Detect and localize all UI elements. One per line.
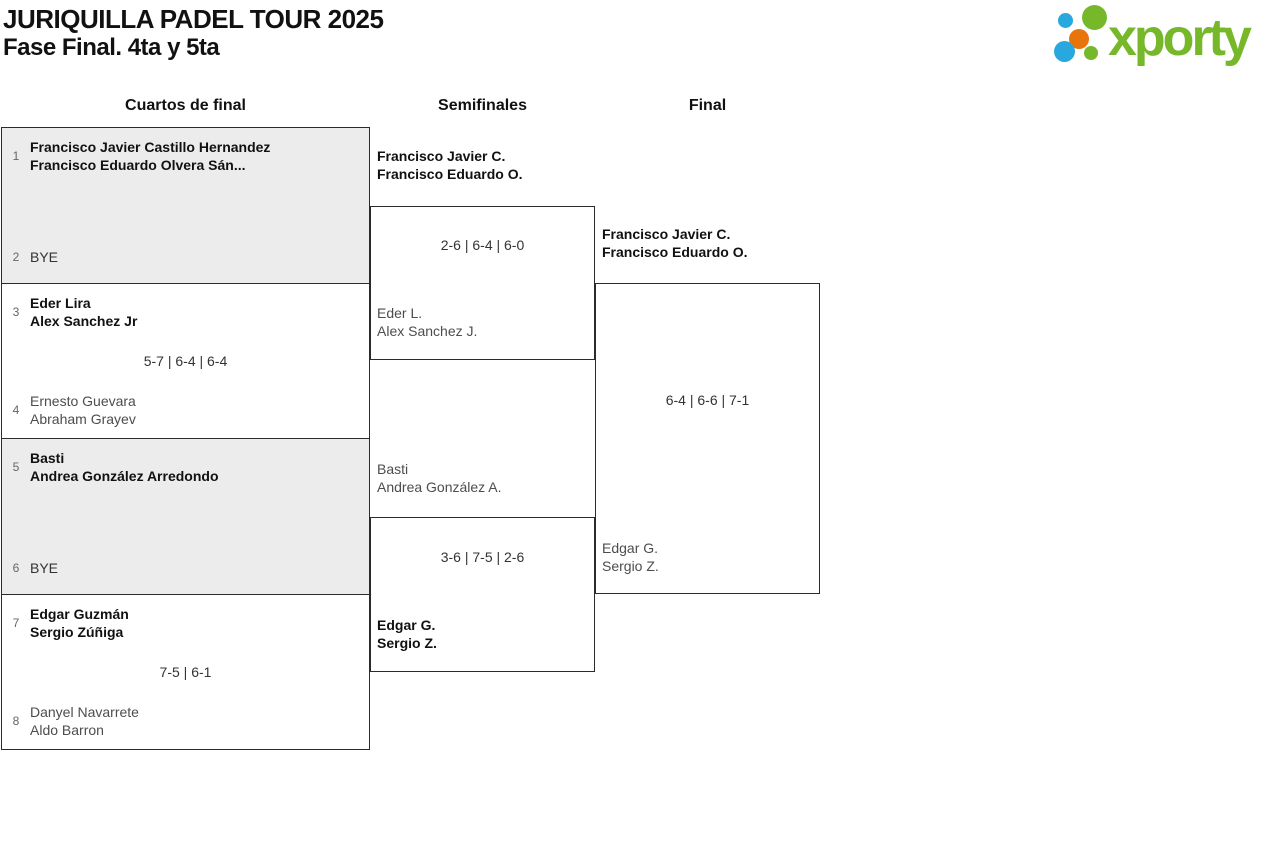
- column-header-cuartos: Cuartos de final: [125, 97, 246, 114]
- team-name-line: Basti: [377, 461, 409, 477]
- team-name-line: Eder L.: [377, 305, 423, 321]
- team-row-seed7: 7 Edgar Guzmán Sergio Zúñiga: [10, 605, 129, 641]
- team-name-line: Francisco Eduardo Olvera Sán...: [30, 157, 246, 173]
- match-box-qf3[interactable]: 5 Basti Andrea González Arredondo 6 BYE: [1, 438, 370, 595]
- column-header-final: Final: [688, 97, 727, 114]
- team-names: Francisco Javier Castillo Hernandez Fran…: [30, 138, 270, 174]
- team-name-line: Sergio Z.: [377, 635, 437, 651]
- logo-dot-green-small-icon: [1084, 46, 1098, 60]
- team-names: BYE: [30, 248, 58, 266]
- team-name-line: Danyel Navarrete: [30, 704, 139, 720]
- team-names: Eder Lira Alex Sanchez Jr: [30, 294, 137, 330]
- seed-number: 3: [12, 305, 20, 319]
- team-names: Basti Andrea González Arredondo: [30, 449, 219, 485]
- page-subtitle: Fase Final. 4ta y 5ta: [3, 34, 220, 61]
- sf1-top-team-label: Francisco Javier C. Francisco Eduardo O.: [377, 147, 522, 183]
- match-score: 5-7 | 6-4 | 6-4: [143, 353, 228, 369]
- match-score: 3-6 | 7-5 | 2-6: [440, 549, 525, 565]
- match-score: 6-4 | 6-6 | 7-1: [665, 392, 750, 408]
- match-box-sf2[interactable]: [370, 517, 595, 672]
- seed-number: 4: [12, 403, 20, 417]
- team-row-seed4: 4 Ernesto Guevara Abraham Grayev: [10, 392, 136, 428]
- match-box-sf1[interactable]: [370, 206, 595, 360]
- team-name-line: Francisco Eduardo O.: [377, 166, 523, 182]
- team-row-seed6: 6 BYE: [10, 559, 58, 577]
- xporty-logo-text[interactable]: xporty: [1108, 9, 1252, 67]
- team-names: BYE: [30, 559, 58, 577]
- seed-number: 5: [12, 460, 20, 474]
- team-row-seed3: 3 Eder Lira Alex Sanchez Jr: [10, 294, 138, 330]
- match-score: 7-5 | 6-1: [159, 664, 212, 680]
- seed-number: 7: [12, 616, 20, 630]
- team-name-line: Basti: [30, 450, 65, 466]
- team-row-seed1: 1 Francisco Javier Castillo Hernandez Fr…: [10, 138, 271, 174]
- final-top-team-label: Francisco Javier C. Francisco Eduardo O.: [602, 225, 747, 261]
- team-name-line: Edgar Guzmán: [30, 606, 129, 622]
- seed-number: 8: [12, 714, 20, 728]
- match-box-final[interactable]: [595, 283, 820, 594]
- logo-dot-orange-icon: [1069, 29, 1089, 49]
- team-row-seed2: 2 BYE: [10, 248, 58, 266]
- team-name-line: Francisco Eduardo O.: [602, 244, 748, 260]
- team-names: Edgar Guzmán Sergio Zúñiga: [30, 605, 129, 641]
- team-names: Ernesto Guevara Abraham Grayev: [30, 392, 136, 428]
- seed-number: 1: [12, 149, 20, 163]
- match-box-qf4[interactable]: 7 Edgar Guzmán Sergio Zúñiga 7-5 | 6-1 8…: [1, 594, 370, 750]
- team-name-line: Francisco Javier Castillo Hernandez: [30, 139, 271, 155]
- team-row-seed8: 8 Danyel Navarrete Aldo Barron: [10, 703, 139, 739]
- sf2-bottom-team-label: Edgar G. Sergio Z.: [377, 616, 437, 652]
- seed-number: 2: [12, 250, 20, 264]
- seed-number: 6: [12, 561, 20, 575]
- team-name-line: Alex Sanchez Jr: [30, 313, 138, 329]
- team-row-seed5: 5 Basti Andrea González Arredondo: [10, 449, 219, 485]
- match-score: 2-6 | 6-4 | 6-0: [440, 237, 525, 253]
- sf1-bottom-team-label: Eder L. Alex Sanchez J.: [377, 304, 477, 340]
- team-name-line: BYE: [30, 560, 59, 576]
- team-name-line: Sergio Z.: [602, 558, 659, 574]
- team-names: Danyel Navarrete Aldo Barron: [30, 703, 139, 739]
- team-name-line: Edgar G.: [377, 617, 436, 633]
- logo-dot-blue-large-icon: [1054, 41, 1075, 62]
- team-name-line: BYE: [30, 249, 59, 265]
- team-name-line: Edgar G.: [602, 540, 659, 556]
- team-name-line: Eder Lira: [30, 295, 91, 311]
- team-name-line: Abraham Grayev: [30, 411, 136, 427]
- team-name-line: Andrea González A.: [377, 479, 502, 495]
- match-box-qf1[interactable]: 1 Francisco Javier Castillo Hernandez Fr…: [1, 127, 370, 284]
- team-name-line: Alex Sanchez J.: [377, 323, 478, 339]
- column-header-semifinales: Semifinales: [438, 97, 527, 114]
- team-name-line: Andrea González Arredondo: [30, 468, 219, 484]
- team-name-line: Aldo Barron: [30, 722, 104, 738]
- team-name-line: Sergio Zúñiga: [30, 624, 124, 640]
- page-title: JURIQUILLA PADEL TOUR 2025: [3, 4, 384, 34]
- sf2-top-team-label: Basti Andrea González A.: [377, 460, 502, 496]
- team-name-line: Ernesto Guevara: [30, 393, 136, 409]
- team-name-line: Francisco Javier C.: [377, 148, 506, 164]
- team-name-line: Francisco Javier C.: [602, 226, 731, 242]
- logo-dot-green-large-icon: [1082, 5, 1107, 30]
- xporty-logo[interactable]: [1050, 0, 1280, 80]
- logo-dot-blue-small-icon: [1058, 13, 1073, 28]
- match-box-qf2[interactable]: 3 Eder Lira Alex Sanchez Jr 5-7 | 6-4 | …: [1, 283, 370, 439]
- final-bottom-team-label: Edgar G. Sergio Z.: [602, 539, 659, 575]
